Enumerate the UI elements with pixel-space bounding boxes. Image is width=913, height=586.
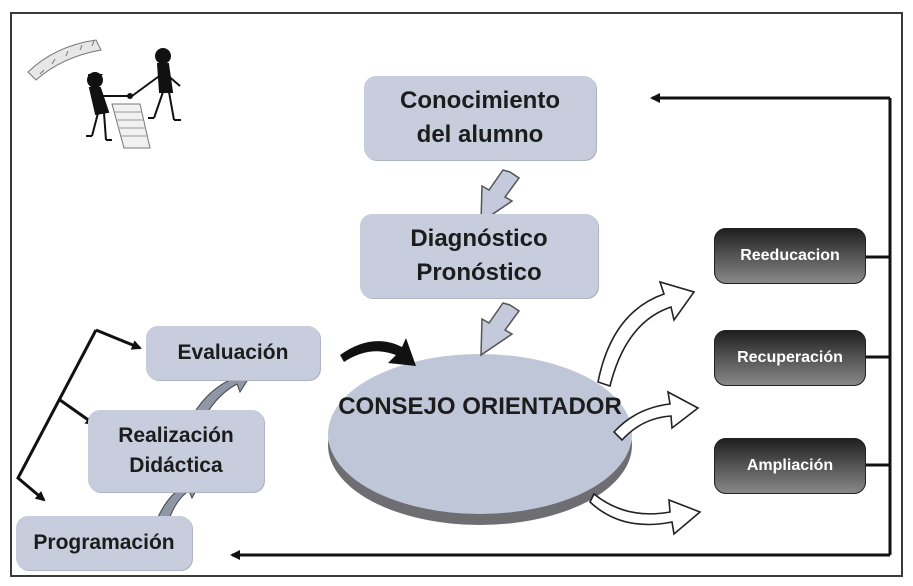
arrow-to-consejo [340, 338, 416, 366]
feedback-lines [230, 93, 892, 560]
programacion-box: Programación [16, 516, 192, 570]
reeducacion-label: Reeducacion [740, 247, 840, 264]
realizacion-line2: Didáctica [129, 454, 223, 477]
ampliacion-box: Ampliación [714, 438, 866, 494]
reeducacion-box: Reeducacion [714, 228, 866, 284]
diagnostico-pronostico-box: Diagnóstico Pronóstico [360, 214, 598, 298]
evaluacion-box: Evaluación [146, 326, 320, 380]
programacion-label: Programación [33, 531, 175, 554]
recuperacion-label: Recuperación [737, 349, 843, 366]
realizacion-line1: Realización [118, 424, 234, 447]
realizacion-didactica-box: Realización Didáctica [88, 410, 264, 492]
two-people-handshake-icon [27, 39, 181, 149]
ampliacion-label: Ampliación [746, 457, 834, 474]
consejo-line2: ORIENTADOR [462, 393, 622, 420]
consejo-orientador-label: CONSEJO ORIENTADOR [326, 390, 634, 424]
diagnostico-line1: Diagnóstico [410, 225, 548, 252]
recuperacion-box: Recuperación [714, 330, 866, 386]
arrow-to-reeducacion [597, 280, 696, 388]
arrow-to-ampliacion [589, 492, 702, 536]
conocimiento-line2: del alumno [416, 121, 544, 148]
conocimiento-alumno-box: Conocimiento del alumno [364, 76, 596, 160]
arrow-down-2 [480, 302, 521, 357]
evaluacion-label: Evaluación [177, 341, 289, 364]
diagnostico-line2: Pronóstico [416, 259, 542, 286]
consejo-orientador-ellipse [328, 354, 632, 525]
consejo-line1: CONSEJO [338, 393, 456, 420]
conocimiento-line1: Conocimiento [400, 87, 560, 114]
arrow-to-recuperacion [612, 390, 700, 442]
